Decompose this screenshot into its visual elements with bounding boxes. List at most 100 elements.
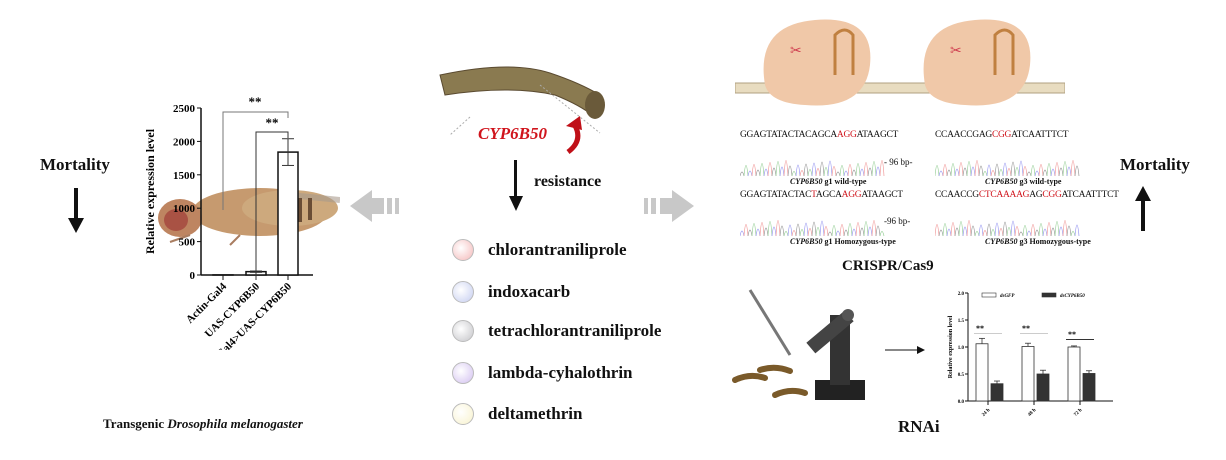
trace-peak — [783, 231, 789, 237]
trace-peak — [740, 230, 745, 237]
trace-peak — [763, 168, 769, 177]
x-tick-label: 72 h — [1073, 408, 1083, 418]
trace-peak — [1050, 168, 1056, 177]
trace-peak — [827, 231, 833, 237]
trace-peak — [847, 223, 853, 237]
trace-peak — [863, 162, 869, 177]
caption-label: g3 wild-type — [1017, 177, 1062, 186]
seq-part: CCAACCG — [935, 190, 979, 200]
trace-peak — [775, 220, 781, 237]
trace-peak — [942, 223, 948, 237]
trace-peak — [807, 169, 813, 177]
insecticide-name: lambda-cyhalothrin — [488, 363, 633, 382]
trace-peak — [779, 225, 785, 237]
cas9-illustration: ✂✂ — [735, 19, 1065, 106]
trace-peak — [747, 170, 753, 177]
svg-text:✂: ✂ — [790, 44, 802, 59]
trace-peak — [863, 221, 869, 237]
trace-peak — [1070, 231, 1076, 237]
trace-peak — [799, 170, 805, 177]
trace-peak — [1042, 169, 1048, 177]
y-tick-label: 0.5 — [958, 373, 965, 378]
caterpillar-image — [439, 66, 605, 135]
caption-gene: CYP6B50 — [790, 237, 823, 246]
chromatogram-trace — [740, 160, 885, 177]
significance-label: ** — [266, 115, 279, 130]
trace-peak — [803, 163, 809, 177]
trace-peak — [954, 227, 960, 237]
trace-peak — [982, 171, 988, 177]
insecticide-name: indoxacarb — [488, 282, 571, 301]
trace-peak — [823, 167, 829, 177]
trace-peak — [855, 222, 861, 237]
trace-peak — [851, 228, 857, 237]
trace-peak — [1014, 226, 1020, 237]
dna-sequence: GGAGTATACTACTAGCAAGGATAAGCT — [740, 190, 903, 200]
insecticide-item: deltamethrin — [452, 403, 582, 425]
insecticide-name: deltamethrin — [488, 404, 583, 423]
dna-sequence: CCAACCGAGCGGATCAATTTCT — [935, 130, 1069, 140]
seq-part: GGAGTATACTACAGCA — [740, 130, 837, 140]
legend-swatch — [981, 292, 997, 298]
trace-peak — [831, 166, 837, 177]
insecticide-name: chlorantraniliprole — [488, 240, 627, 259]
trace-peak — [867, 167, 873, 177]
trace-peak — [875, 166, 881, 177]
trace-peak — [847, 164, 853, 177]
trace-peak — [1030, 165, 1036, 177]
dna-sequence: CCAACCGCTCAAAAGAGCGGATCAATTTCT — [935, 190, 1119, 200]
bar — [990, 383, 1004, 402]
sequence-caption: CYP6B50 g1 wild-type — [790, 177, 866, 186]
trace-peak — [879, 231, 885, 237]
bar — [1021, 346, 1035, 402]
y-tick-label: 1500 — [173, 170, 196, 182]
trace-peak — [751, 164, 757, 177]
trace-peak — [879, 160, 885, 177]
trace-peak — [1022, 225, 1028, 237]
trace-peak — [998, 228, 1004, 237]
trace-peak — [1002, 221, 1008, 237]
y-axis-label: Relative expression level — [948, 315, 954, 378]
significance-label: ** — [249, 94, 262, 109]
deletion-label: - 96 bp- — [884, 157, 913, 167]
left-arrow-icon — [350, 190, 399, 222]
trace-peak — [843, 170, 849, 177]
y-tick-label: 1000 — [173, 203, 196, 215]
crispr-title: CRISPR/Cas9 — [842, 258, 934, 274]
trace-peak — [835, 230, 841, 237]
trace-peak — [950, 163, 956, 177]
trace-peak — [819, 161, 825, 177]
trace-peak — [938, 229, 944, 237]
seq-pam: AGG — [841, 190, 862, 200]
trace-peak — [954, 168, 960, 177]
trace-peak — [755, 228, 761, 237]
trace-peak — [767, 162, 773, 177]
trace-peak — [946, 169, 952, 177]
trace-peak — [994, 163, 1000, 177]
trace-peak — [1050, 227, 1056, 237]
y-tick-label: 2000 — [173, 136, 196, 148]
trace-peak — [775, 161, 781, 177]
trace-peak — [1074, 165, 1080, 177]
trace-peak — [966, 161, 972, 177]
insecticide-name: tetrachlorantraniliprole — [488, 321, 662, 340]
significance-label: ** — [1022, 324, 1030, 333]
chromatogram-trace — [740, 220, 885, 237]
trace-peak — [763, 227, 769, 237]
trace-peak — [1058, 226, 1064, 237]
y-tick-label: 0.0 — [958, 400, 965, 405]
seq-mutation: CTCAAAAG — [978, 190, 1030, 200]
trace-peak — [811, 221, 817, 237]
sequence-caption: CYP6B50 g3 wild-type — [985, 177, 1061, 186]
trace-peak — [970, 225, 976, 237]
sequence-caption: CYP6B50 g3 Homozygous-type — [985, 237, 1091, 246]
seq-part: ATAAGCT — [861, 190, 903, 200]
trace-peak — [751, 223, 757, 237]
trace-peak — [779, 166, 785, 177]
significance-label: ** — [976, 324, 984, 333]
bar — [1082, 373, 1096, 402]
trace-peak — [986, 164, 992, 177]
seq-part: ATCAATTTCT — [1061, 190, 1119, 200]
seq-part: AGCA — [815, 190, 842, 200]
